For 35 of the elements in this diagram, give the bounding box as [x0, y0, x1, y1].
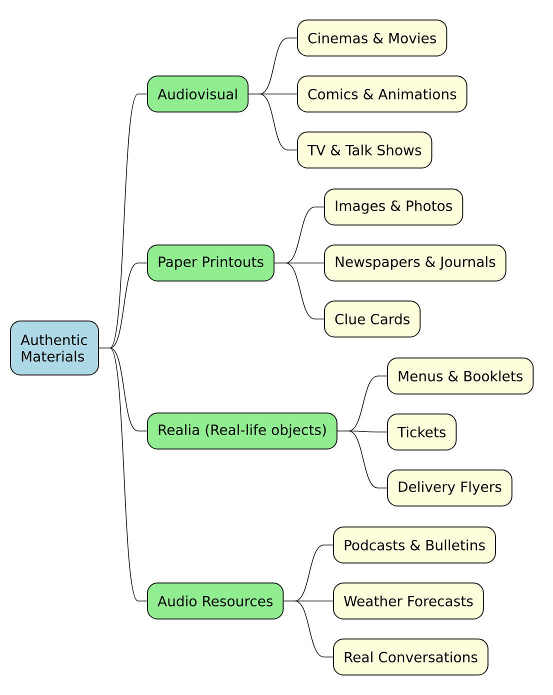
subtopic-box: Paper Printouts: [147, 244, 275, 282]
item-box: Weather Forecasts: [333, 582, 484, 620]
connector-line: [110, 348, 148, 602]
connector-line: [110, 262, 148, 348]
item-box: Comics & Animations: [297, 76, 468, 112]
connector-line: [285, 262, 324, 320]
item-box: Tickets: [387, 414, 457, 450]
item-box: Images & Photos: [324, 188, 464, 226]
item-box: TV & Talk Shows: [297, 132, 432, 168]
item-box: Delivery Flyers: [387, 470, 512, 506]
item-box: Newspapers & Journals: [324, 244, 506, 282]
connector-line: [348, 376, 388, 432]
connector-line: [259, 94, 298, 150]
item-box: Cinemas & Movies: [297, 20, 448, 56]
connector-line: [285, 262, 324, 264]
connector-line: [294, 600, 334, 602]
connector-line: [348, 430, 388, 488]
connector-line: [110, 94, 148, 348]
connector-line: [348, 430, 388, 432]
item-box: Clue Cards: [324, 300, 421, 338]
item-box: Podcasts & Bulletins: [333, 526, 496, 564]
connector-line: [274, 262, 286, 264]
connector-line: [283, 600, 296, 602]
item-box: Real Conversations: [333, 638, 488, 676]
connector-line: [110, 348, 148, 432]
central-topic-box: Authentic Materials: [10, 320, 99, 376]
connector-line: [337, 430, 349, 432]
connector-line: [294, 544, 334, 602]
connector-line: [285, 206, 324, 264]
subtopic-box: Audiovisual: [147, 76, 249, 112]
connector-line: [259, 38, 298, 94]
subtopic-box: Audio Resources: [147, 582, 284, 620]
subtopic-box: Realia (Real-life objects): [147, 412, 338, 450]
connector-line: [294, 600, 334, 658]
item-box: Menus & Booklets: [387, 358, 534, 394]
